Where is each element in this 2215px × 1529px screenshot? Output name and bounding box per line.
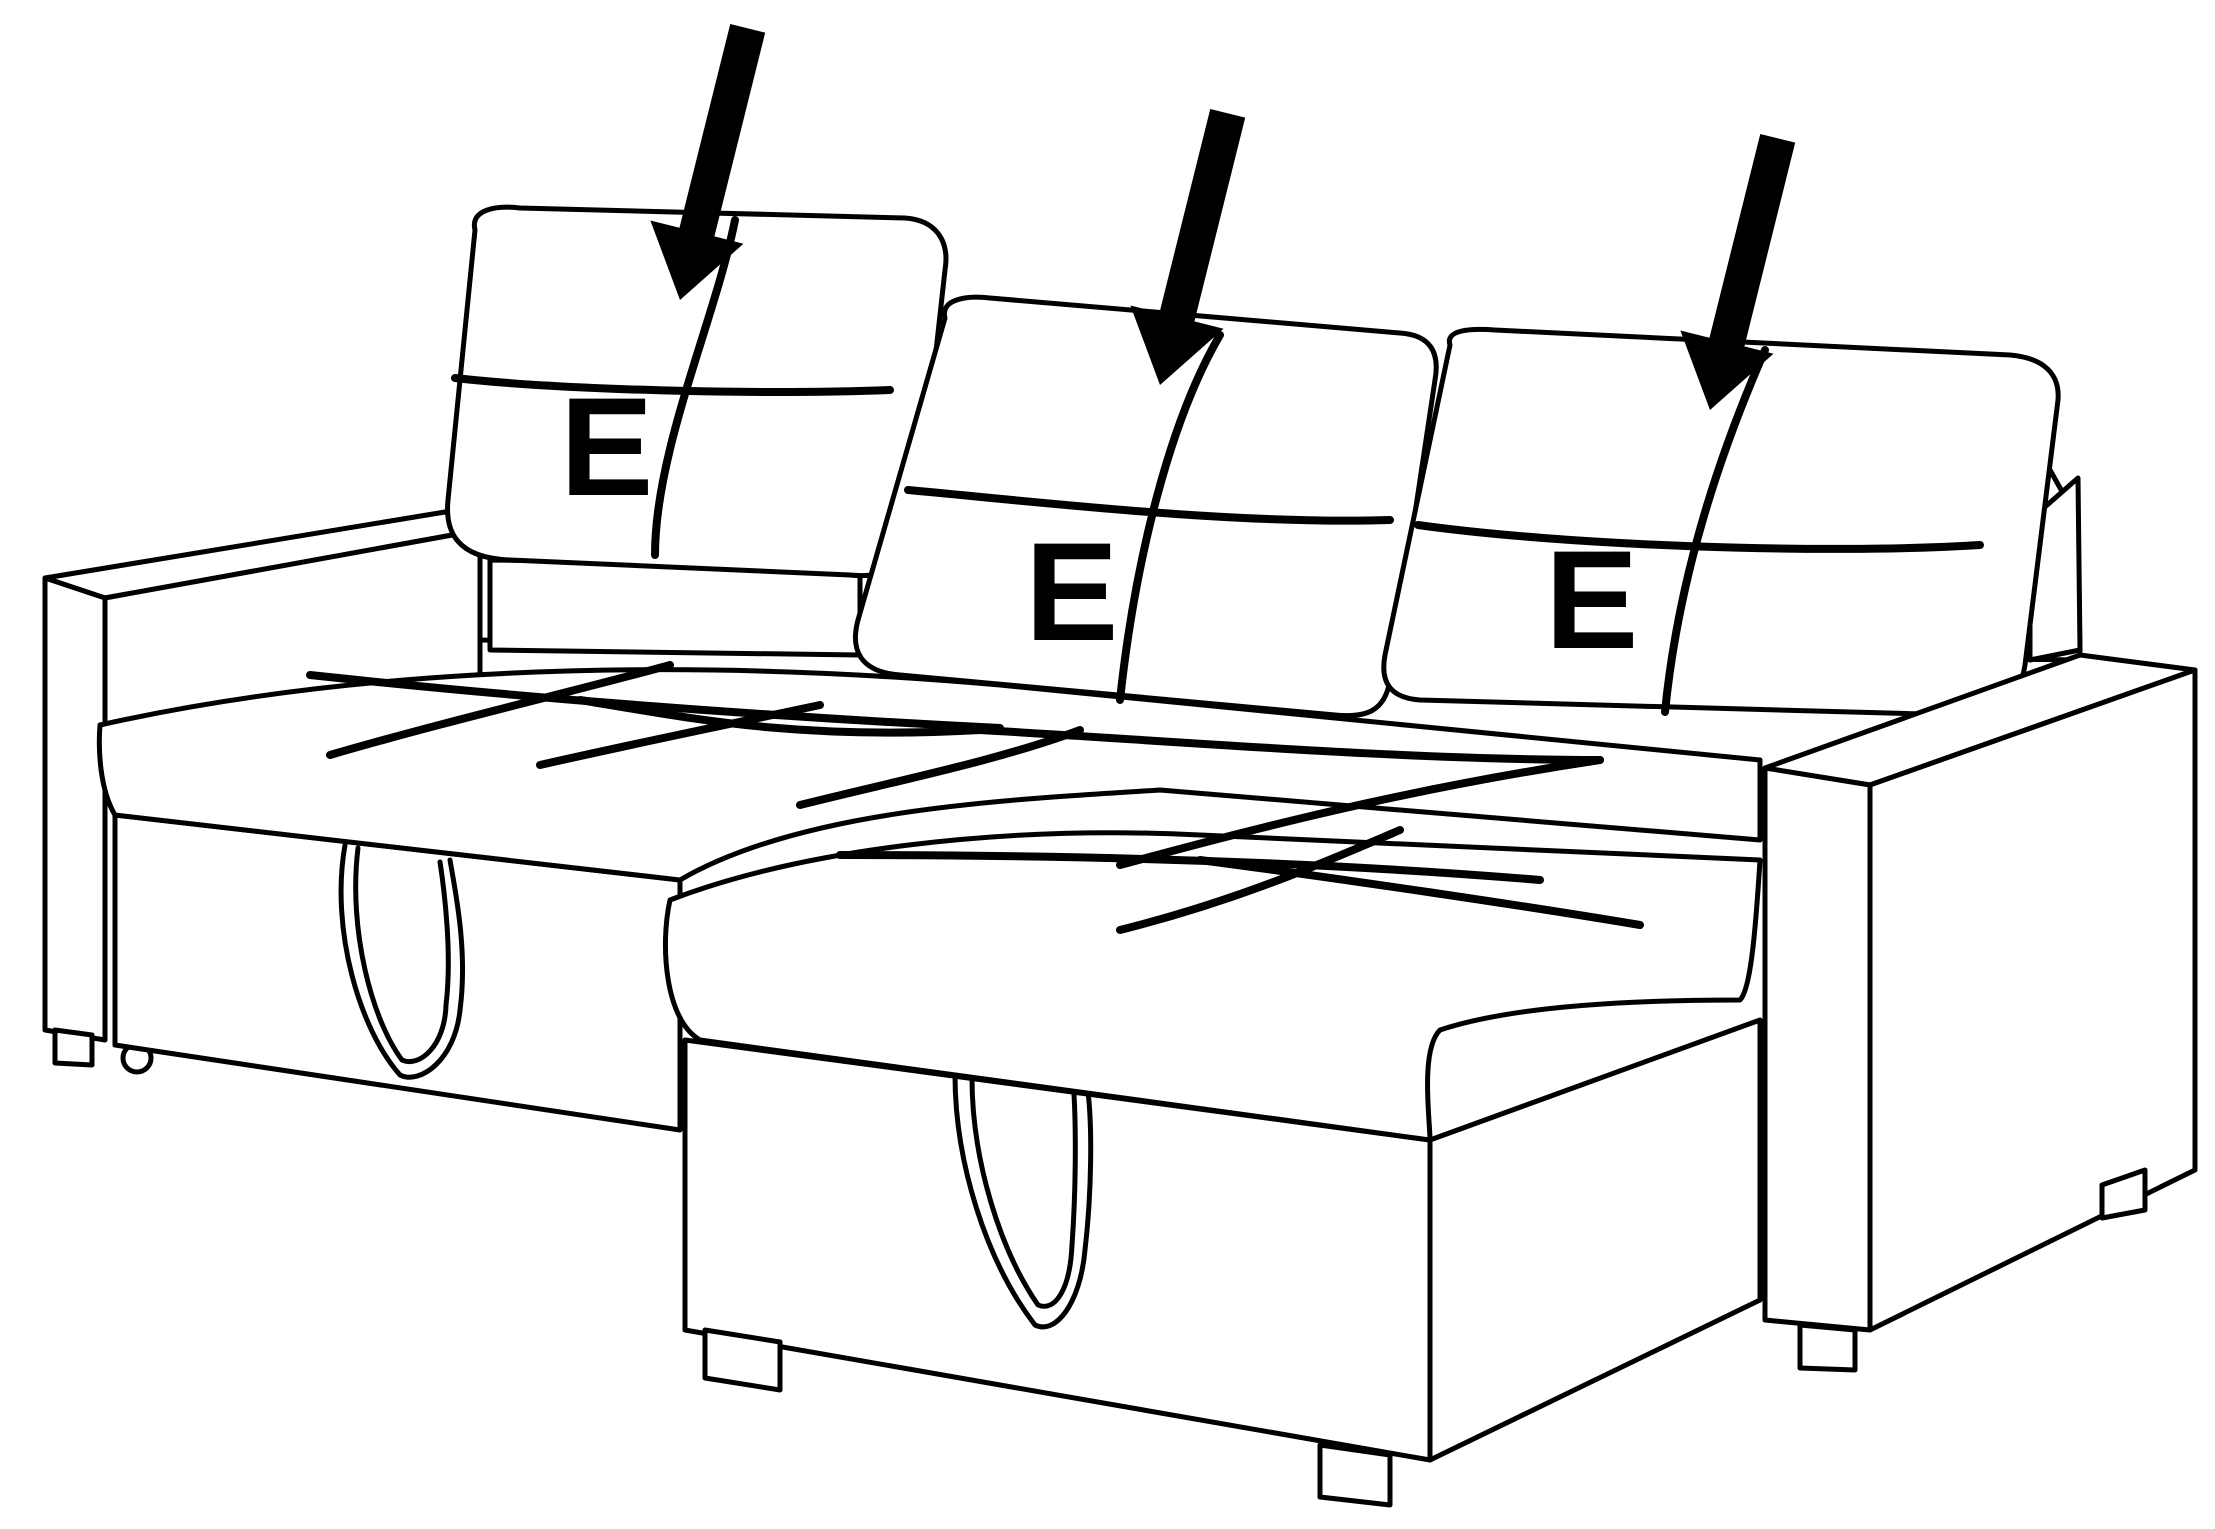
arrow-icon	[1130, 108, 1246, 385]
cushion-label-middle: E	[1025, 513, 1118, 670]
back-cushion-right	[1381, 326, 2083, 718]
chaise-leg-right	[1317, 1442, 1393, 1508]
chaise-leg-left	[702, 1327, 783, 1393]
arrow-icon	[650, 23, 766, 300]
right-back-leg	[2099, 1167, 2148, 1221]
right-front-leg	[1797, 1322, 1858, 1373]
chaise-ottoman	[682, 1017, 1763, 1508]
chaise-seat-cushion	[662, 830, 1763, 1143]
arrows	[650, 23, 1796, 410]
back-cushion-middle	[852, 294, 1439, 719]
left-front-leg	[52, 1027, 95, 1068]
sofa-base	[112, 812, 683, 1133]
arrow-icon	[1680, 133, 1796, 410]
cushion-label-left: E	[560, 368, 653, 525]
cushion-seams	[306, 216, 1984, 934]
pull-strap-left	[338, 842, 466, 1080]
right-armrest	[1762, 652, 2198, 1373]
cushion-label-right: E	[1545, 521, 1638, 678]
pull-strap-right	[952, 1072, 1094, 1330]
